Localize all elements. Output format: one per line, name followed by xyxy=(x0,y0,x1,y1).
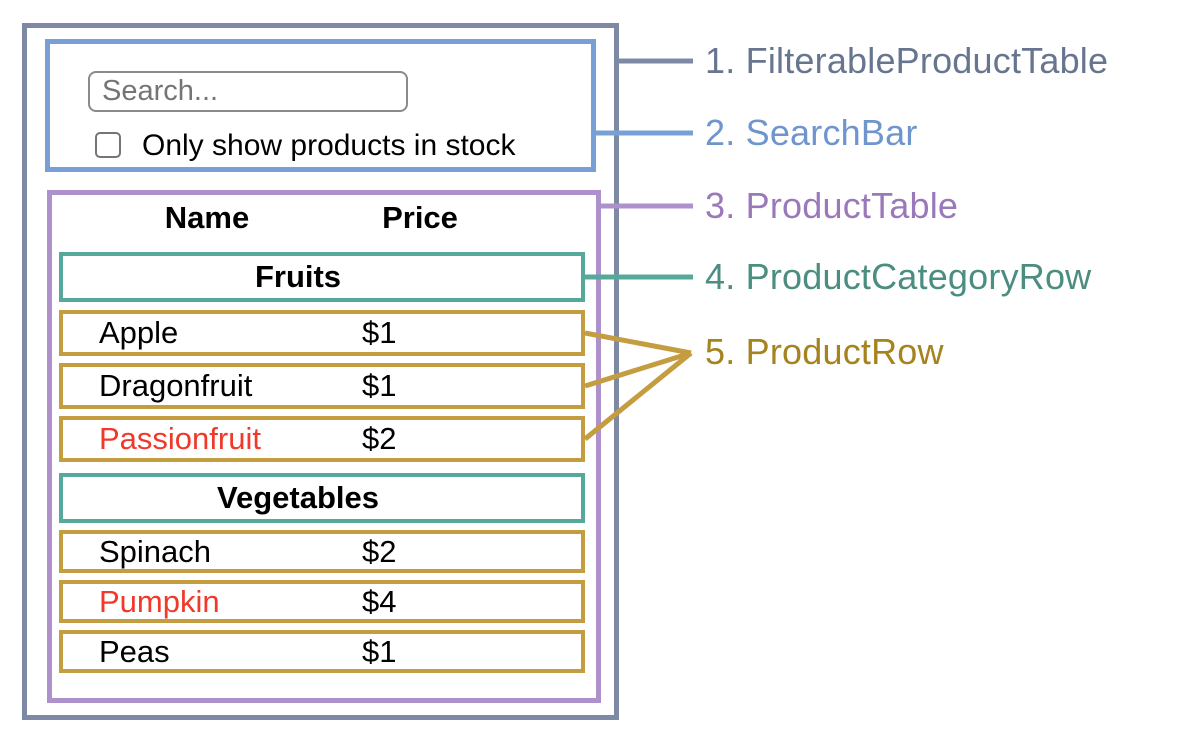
product-category-row: Vegetables xyxy=(59,473,585,523)
product-price: $4 xyxy=(362,583,397,619)
product-price: $1 xyxy=(362,633,397,669)
product-row: Spinach $2 xyxy=(59,530,585,573)
search-bar-box xyxy=(45,39,596,172)
product-row: Dragonfruit $1 xyxy=(59,363,585,409)
table-header-row: Name Price xyxy=(59,202,585,234)
product-category-row: Fruits xyxy=(59,252,585,302)
price-column-header: Price xyxy=(382,200,458,235)
product-price: $2 xyxy=(362,533,397,569)
legend-product-table: 3. ProductTable xyxy=(705,185,959,226)
legend-filterable-product-table: 1. FilterableProductTable xyxy=(705,40,1109,81)
product-name-out-of-stock: Pumpkin xyxy=(99,583,220,619)
legend-product-category-row: 4. ProductCategoryRow xyxy=(705,256,1092,297)
product-price: $1 xyxy=(362,315,397,350)
product-name: Dragonfruit xyxy=(99,368,253,403)
product-row: Passionfruit $2 xyxy=(59,416,585,462)
product-name-out-of-stock: Passionfruit xyxy=(99,421,261,456)
product-row: Peas $1 xyxy=(59,630,585,673)
product-name: Peas xyxy=(99,633,170,669)
product-row: Pumpkin $4 xyxy=(59,580,585,623)
product-row: Apple $1 xyxy=(59,310,585,356)
product-table-box xyxy=(47,190,601,703)
legend-product-row: 5. ProductRow xyxy=(705,331,944,372)
name-column-header: Name xyxy=(164,200,250,235)
product-name: Apple xyxy=(99,315,179,350)
product-price: $1 xyxy=(362,368,397,403)
in-stock-checkbox[interactable] xyxy=(95,132,121,158)
product-name: Spinach xyxy=(99,533,212,569)
product-price: $2 xyxy=(362,421,397,456)
in-stock-checkbox-label: Only show products in stock xyxy=(142,129,516,162)
legend-search-bar: 2. SearchBar xyxy=(705,112,918,153)
search-input[interactable] xyxy=(88,71,408,112)
